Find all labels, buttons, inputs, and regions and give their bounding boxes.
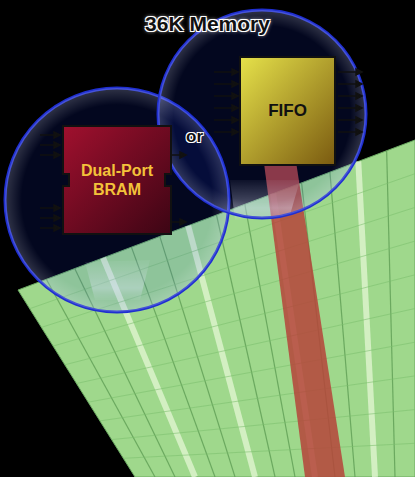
port-arrowhead — [232, 105, 238, 111]
diagram-title: 36K Memory — [0, 12, 415, 36]
port-line — [40, 144, 55, 146]
port-arrowhead — [356, 129, 362, 135]
port-arrowhead — [54, 205, 60, 211]
port-line — [40, 217, 55, 219]
port-line — [338, 95, 357, 97]
port-arrowhead — [54, 225, 60, 231]
or-label: or — [186, 127, 203, 147]
port-arrowhead — [232, 93, 238, 99]
block-label: Dual-Port BRAM — [72, 161, 162, 199]
zoom-circle — [158, 10, 366, 218]
port-arrowhead — [180, 152, 186, 158]
port-line — [214, 131, 233, 133]
port-line — [338, 119, 357, 121]
port-line — [338, 107, 357, 109]
port-arrowhead — [356, 93, 362, 99]
block-outline — [63, 126, 171, 234]
port-arrowhead — [54, 142, 60, 148]
row-stripe — [88, 342, 415, 402]
port-arrowhead — [54, 215, 60, 221]
port-arrowhead — [356, 117, 362, 123]
port-line — [338, 71, 357, 73]
block-outline — [240, 57, 335, 165]
port-line — [214, 95, 233, 97]
port-arrowhead — [232, 129, 238, 135]
port-arrowhead — [54, 152, 60, 158]
port-line — [214, 107, 233, 109]
port-arrowhead — [356, 105, 362, 111]
port-line — [40, 207, 55, 209]
port-line — [40, 134, 55, 136]
port-line — [214, 119, 233, 121]
fifo-block: FIFO — [239, 56, 336, 166]
port-arrowhead — [232, 81, 238, 87]
bram-block: Dual-Port BRAM — [62, 125, 172, 235]
port-line — [338, 131, 357, 133]
port-arrowhead — [54, 132, 60, 138]
port-line — [338, 83, 357, 85]
block-shape — [62, 125, 172, 235]
port-line — [40, 154, 55, 156]
block-label: FIFO — [268, 101, 307, 121]
port-arrowhead — [356, 69, 362, 75]
port-arrowhead — [356, 81, 362, 87]
port-line — [214, 71, 233, 73]
row-stripe — [123, 443, 415, 458]
port-arrowhead — [232, 117, 238, 123]
row-stripe — [112, 410, 415, 440]
port-line — [214, 83, 233, 85]
zoom-circle-glow — [158, 10, 366, 218]
port-line — [40, 227, 55, 229]
port-arrowhead — [180, 219, 186, 225]
port-arrowhead — [232, 69, 238, 75]
row-stripe — [77, 309, 415, 384]
